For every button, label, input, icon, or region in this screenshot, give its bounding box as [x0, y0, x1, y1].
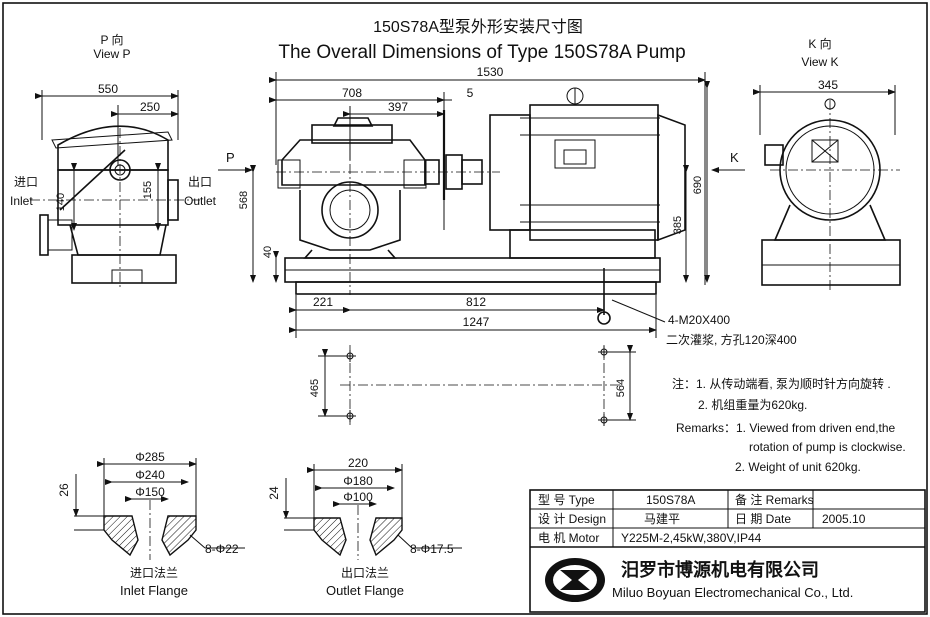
- dim-345: 345: [818, 78, 838, 92]
- dim-250: 250: [140, 100, 160, 114]
- view-p-cn: P 向: [100, 32, 123, 47]
- motor-label: 电 机 Motor: [538, 531, 599, 545]
- outlet-holes: 8-Φ17.5: [410, 542, 454, 556]
- front-view: 1530 708 5 397 P: [218, 65, 797, 347]
- inlet-en: Inlet: [10, 194, 33, 208]
- type-label: 型 号 Type: [538, 493, 595, 507]
- inlet-h26: 26: [57, 483, 71, 497]
- title-en: The Overall Dimensions of Type 150S78A P…: [278, 42, 685, 63]
- note-en-2: 2. Weight of unit 620kg.: [735, 460, 861, 474]
- inlet-d150: Φ150: [135, 485, 165, 499]
- title-block: 型 号 Type 150S78A 备 注 Remarks 设 计 Design …: [529, 489, 926, 613]
- grout-note: 二次灌浆, 方孔120深400: [666, 332, 797, 347]
- inlet-flange: Φ285 Φ240 Φ150 26 8-Φ22 进口法兰 Inlet Flang…: [57, 450, 245, 598]
- date-value: 2005.10: [822, 512, 866, 526]
- inlet-d285: Φ285: [135, 450, 165, 464]
- note-en-1b: rotation of pump is clockwise.: [749, 440, 906, 454]
- view-k-en: View K: [801, 55, 838, 69]
- dim-708: 708: [342, 86, 362, 100]
- dim-1530: 1530: [477, 65, 504, 79]
- view-p: P 向 View P 550 250 140 155 进口 Inlet 出口: [10, 32, 217, 290]
- outlet-h24: 24: [267, 486, 281, 500]
- type-value: 150S78A: [646, 493, 695, 507]
- dim-564: 564: [615, 379, 627, 397]
- view-k-cn: K 向: [808, 36, 831, 51]
- view-p-en: View P: [93, 47, 130, 61]
- inlet-d240: Φ240: [135, 468, 165, 482]
- notes: 注：1. 从传动端看, 泵为顺时针方向旋转 . 2. 机组重量为620kg. R…: [672, 376, 906, 474]
- company-en: Miluo Boyuan Electromechanical Co., Ltd.: [612, 585, 853, 600]
- inlet-cn: 进口: [14, 175, 38, 189]
- design-value: 马建平: [644, 512, 680, 526]
- outlet-d100: Φ100: [343, 490, 373, 504]
- arrow-p-label: P: [226, 150, 235, 165]
- dim-155: 155: [142, 181, 154, 199]
- arrow-k-label: K: [730, 150, 739, 165]
- bolt-spec: 4-M20X400: [668, 313, 730, 327]
- foundation-plan: 465 564: [309, 345, 636, 426]
- inlet-flange-en: Inlet Flange: [120, 583, 188, 598]
- outlet-d180: Φ180: [343, 474, 373, 488]
- dim-812: 812: [466, 295, 486, 309]
- dim-221: 221: [313, 295, 333, 309]
- dim-397: 397: [388, 100, 408, 114]
- dim-550: 550: [98, 82, 118, 96]
- note-cn-1: 注：1. 从传动端看, 泵为顺时针方向旋转 .: [672, 376, 891, 391]
- company-logo: [545, 558, 605, 602]
- outlet-en: Outlet: [184, 194, 217, 208]
- dim-5: 5: [467, 86, 474, 100]
- outlet-flange: 220 Φ180 Φ100 24 8-Φ17.5 出口法兰 Outlet Fla…: [267, 456, 462, 598]
- dim-465: 465: [309, 379, 321, 397]
- note-cn-2: 2. 机组重量为620kg.: [698, 398, 807, 412]
- outlet-flange-en: Outlet Flange: [326, 583, 404, 598]
- dim-568: 568: [238, 191, 250, 209]
- outlet-cn: 出口: [188, 175, 212, 189]
- note-en-1: Remarks：1. Viewed from driven end,the: [676, 421, 896, 435]
- outlet-d220: 220: [348, 456, 368, 470]
- dim-690: 690: [692, 176, 704, 194]
- view-k: K 向 View K 345: [753, 36, 901, 292]
- motor-value: Y225M-2,45kW,380V,IP44: [621, 531, 762, 545]
- design-label: 设 计 Design: [538, 512, 606, 526]
- date-label: 日 期 Date: [735, 512, 791, 526]
- remarks-label: 备 注 Remarks: [735, 492, 814, 507]
- outlet-flange-cn: 出口法兰: [341, 566, 389, 580]
- title-cn: 150S78A型泵外形安装尺寸图: [373, 18, 583, 36]
- dim-1247: 1247: [463, 315, 490, 329]
- dim-385: 385: [672, 216, 684, 234]
- inlet-flange-cn: 进口法兰: [130, 566, 178, 580]
- company-cn: 汨罗市博源机电有限公司: [621, 559, 819, 580]
- dim-140: 140: [55, 193, 67, 211]
- dim-40: 40: [262, 246, 274, 258]
- inlet-holes: 8-Φ22: [205, 542, 239, 556]
